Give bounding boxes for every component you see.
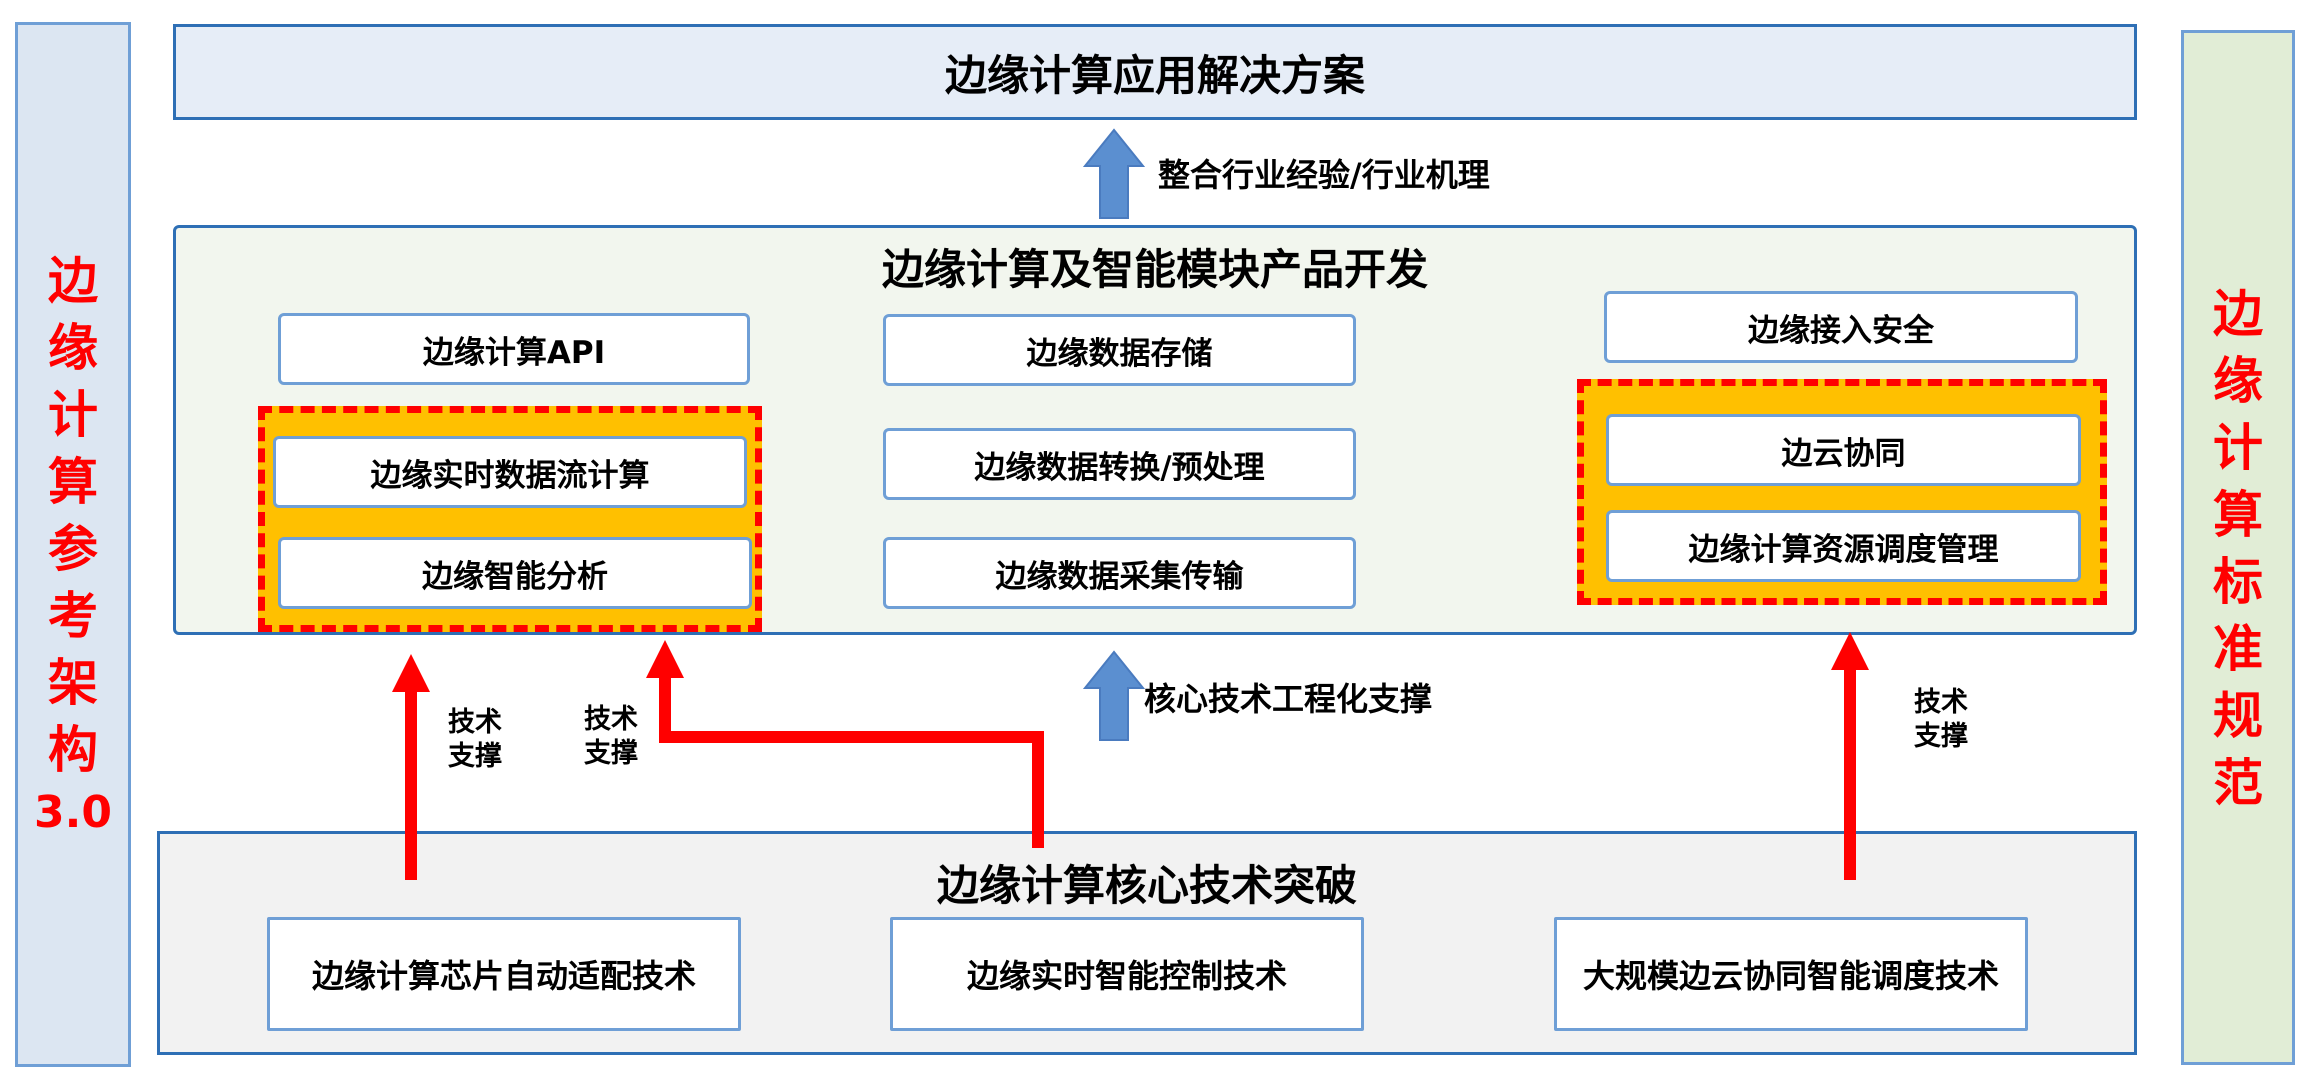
- support-label-line: 技术: [448, 707, 502, 738]
- tech-cloud-scheduling: 大规模边云协同智能调度技术: [1554, 917, 2028, 1031]
- application-solution-panel: 边缘计算应用解决方案: [173, 24, 2137, 120]
- right-bar-char: 边: [2213, 283, 2263, 343]
- standard-spec-bar: 边 缘 计 算 标 准 规 范: [2181, 30, 2295, 1065]
- support-label-left-2: 技术 支撑: [584, 703, 638, 771]
- integration-label: 整合行业经验/行业机理: [1158, 156, 1490, 194]
- left-bar-char: 算: [48, 451, 98, 511]
- flow-arrow-up-top: [1082, 128, 1146, 219]
- right-bar-char: 算: [2213, 484, 2263, 544]
- engineering-support-label: 核心技术工程化支撑: [1144, 680, 1433, 718]
- module-intelligent-analysis: 边缘智能分析: [278, 537, 752, 609]
- right-bar-char: 范: [2213, 752, 2263, 812]
- left-bar-char: 参: [48, 518, 98, 578]
- bot-panel-title: 边缘计算核心技术突破: [936, 861, 1357, 910]
- module-access-security: 边缘接入安全: [1604, 291, 2078, 363]
- module-data-storage: 边缘数据存储: [883, 314, 1356, 386]
- support-label-left-1: 技术 支撑: [448, 706, 502, 774]
- top-panel-title: 边缘计算应用解决方案: [944, 50, 1365, 100]
- module-resource-scheduling: 边缘计算资源调度管理: [1606, 510, 2081, 582]
- left-bar-char: 构: [48, 719, 98, 779]
- left-bar-char: 考: [48, 585, 98, 645]
- right-bar-char: 缘: [2213, 350, 2263, 410]
- left-bar-char: 架: [48, 652, 98, 712]
- support-arrow-left-1: [392, 654, 430, 880]
- left-bar-version: 3.0: [34, 786, 112, 838]
- flow-arrow-up-mid: [1082, 650, 1146, 741]
- support-label-right: 技术 支撑: [1914, 686, 1968, 754]
- support-label-line: 技术: [584, 704, 638, 735]
- module-data-collection: 边缘数据采集传输: [883, 537, 1356, 609]
- module-edge-cloud-collab: 边云协同: [1606, 414, 2081, 486]
- left-bar-char: 计: [48, 384, 98, 444]
- tech-chip-adaptation: 边缘计算芯片自动适配技术: [267, 917, 741, 1031]
- right-bar-char: 标: [2213, 551, 2263, 611]
- support-arrow-left-2: [646, 640, 1044, 848]
- tech-realtime-control: 边缘实时智能控制技术: [890, 917, 1364, 1031]
- right-bar-char: 准: [2213, 618, 2263, 678]
- module-edge-api: 边缘计算API: [278, 313, 750, 385]
- right-bar-char: 规: [2213, 685, 2263, 745]
- left-bar-char: 边: [48, 250, 98, 310]
- support-label-line: 支撑: [448, 741, 502, 772]
- support-arrow-right: [1831, 632, 1869, 880]
- right-bar-char: 计: [2213, 417, 2263, 477]
- support-label-line: 支撑: [1914, 721, 1968, 752]
- module-realtime-stream: 边缘实时数据流计算: [273, 436, 747, 508]
- support-label-line: 支撑: [584, 738, 638, 769]
- reference-architecture-bar: 边 缘 计 算 参 考 架 构 3.0: [15, 22, 131, 1067]
- mid-panel-title: 边缘计算及智能模块产品开发: [881, 245, 1428, 294]
- module-data-transform: 边缘数据转换/预处理: [883, 428, 1356, 500]
- support-label-line: 技术: [1914, 687, 1968, 718]
- left-bar-char: 缘: [48, 317, 98, 377]
